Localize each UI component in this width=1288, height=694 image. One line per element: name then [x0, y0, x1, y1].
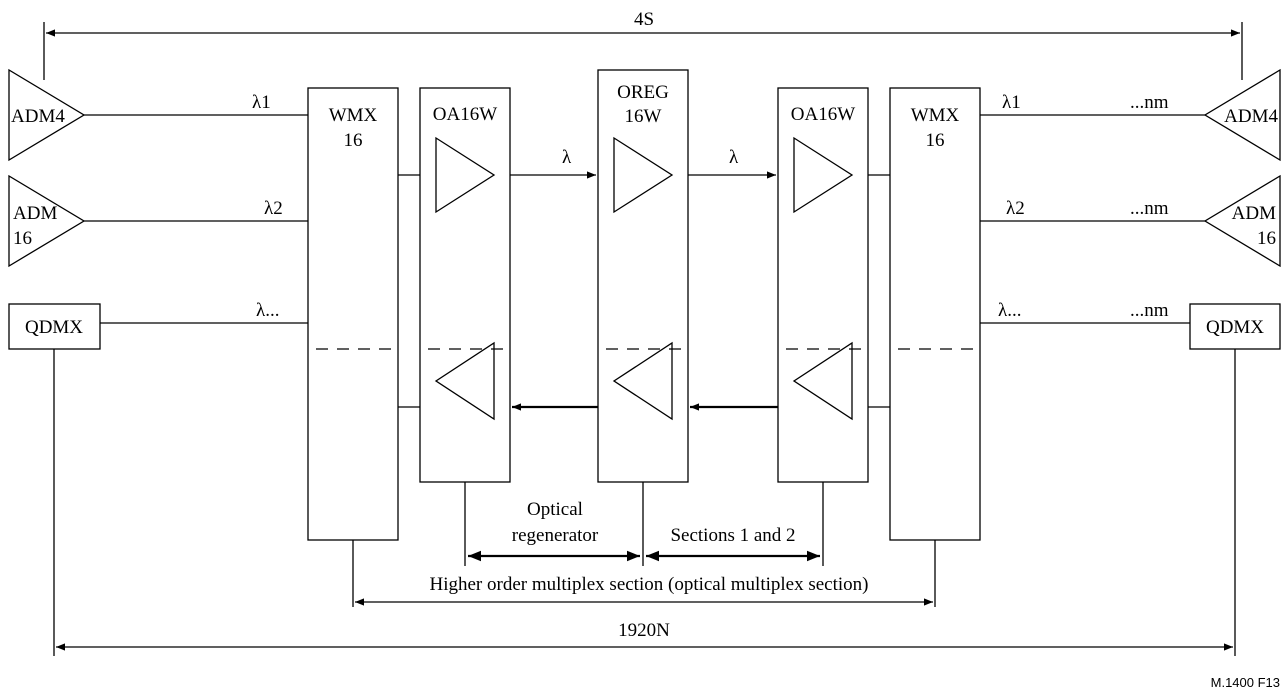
right-adm16: ADM 16 — [1203, 174, 1281, 268]
left-adm16-triangle — [8, 174, 86, 268]
span-1920n-label: 1920N — [618, 620, 670, 641]
left-wavelength-2: λ2 — [264, 198, 283, 219]
left-adm4-label: ADM4 — [11, 106, 65, 127]
right-wavelength-suffix-2: ...nm — [1130, 198, 1169, 219]
span-sections: Sections 1 and 2 — [646, 482, 824, 566]
span-higher-order: Higher order multiplex section (optical … — [352, 540, 936, 607]
link-oreg-oa-label: λ — [729, 147, 739, 168]
span-optical-regenerator: Optical regenerator — [464, 482, 644, 566]
right-qdmx-label: QDMX — [1206, 317, 1264, 338]
wmx-left-label-2: 16 — [344, 130, 363, 151]
wmx-right: WMX 16 — [889, 87, 981, 541]
span-1920n: 1920N — [53, 349, 1236, 656]
span-higher-order-label: Higher order multiplex section (optical … — [430, 574, 869, 595]
oa-left: OA16W — [419, 87, 511, 483]
span-regenerator-label-2: regenerator — [512, 525, 599, 546]
oreg-label-1: OREG — [617, 82, 669, 103]
span-4s: 4S — [43, 9, 1243, 80]
oa-right-amplifier-forward — [793, 136, 854, 214]
right-qdmx: QDMX — [1189, 303, 1281, 350]
wmx-right-label-2: 16 — [926, 130, 945, 151]
left-adm16-label-1: ADM — [13, 203, 57, 224]
left-adm4-triangle — [8, 68, 86, 162]
right-adm4-triangle — [1203, 68, 1281, 162]
right-qdmx-box — [1189, 303, 1281, 350]
wmx-right-box — [889, 87, 981, 541]
left-adm16-label-2: 16 — [13, 228, 32, 249]
span-sections-label: Sections 1 and 2 — [670, 525, 795, 546]
oa-right: OA16W — [777, 87, 869, 483]
wmx-left: WMX 16 — [307, 87, 399, 541]
left-wavelength-3: λ... — [256, 300, 279, 321]
left-adm16: ADM 16 — [8, 174, 86, 268]
oreg-amplifier-reverse — [612, 341, 673, 421]
oa-left-amplifier-reverse — [434, 341, 495, 421]
oa-left-amplifier-forward — [435, 136, 496, 214]
right-wavelength-suffix-3: ...nm — [1130, 300, 1169, 321]
wmx-right-label-1: WMX — [911, 105, 960, 126]
oreg-label-2: 16W — [625, 106, 662, 127]
left-qdmx-label: QDMX — [25, 317, 83, 338]
figure-id: M.1400 F13 — [1211, 675, 1280, 690]
right-wavelength-2: λ2 — [1006, 198, 1025, 219]
left-qdmx-box — [8, 303, 101, 350]
oa-right-amplifier-reverse — [792, 341, 853, 421]
wmx-left-label-1: WMX — [329, 105, 378, 126]
right-adm4-label: ADM4 — [1224, 106, 1278, 127]
right-adm16-label-2: 16 — [1257, 228, 1276, 249]
right-adm16-triangle — [1203, 174, 1281, 268]
oreg-box — [597, 69, 689, 483]
right-wavelength-3: λ... — [998, 300, 1021, 321]
oa-left-box — [419, 87, 511, 483]
right-wavelength-1: λ1 — [1002, 92, 1021, 113]
right-wavelength-suffix-1: ...nm — [1130, 92, 1169, 113]
span-regenerator-label-1: Optical — [527, 499, 583, 520]
left-adm4: ADM4 — [8, 68, 86, 162]
oreg-amplifier-forward — [613, 136, 674, 214]
left-wavelength-1: λ1 — [252, 92, 271, 113]
oreg: OREG 16W — [597, 69, 689, 483]
oa-left-label: OA16W — [433, 104, 497, 125]
span-4s-label: 4S — [634, 9, 654, 30]
link-oa-oreg-label: λ — [562, 147, 572, 168]
left-qdmx: QDMX — [8, 303, 101, 350]
wmx-left-box — [307, 87, 399, 541]
oa-right-label: OA16W — [791, 104, 855, 125]
oa-right-box — [777, 87, 869, 483]
right-adm4: ADM4 — [1203, 68, 1281, 162]
right-adm16-label-1: ADM — [1232, 203, 1276, 224]
